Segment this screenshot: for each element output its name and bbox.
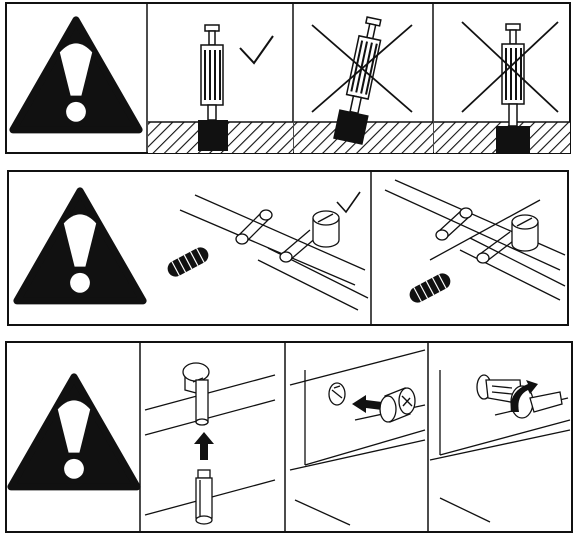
panel-upright-wrong: [434, 22, 570, 153]
dowel-misalignment-icon: [385, 180, 565, 305]
fitting-upright-icon: [201, 25, 223, 120]
dowel-icon: [165, 245, 211, 280]
cam-lock-block: [198, 120, 228, 151]
insert-cam-lock-icon: [290, 350, 425, 525]
arrow-up-icon: [194, 432, 214, 460]
dowel-alignment-icon: [165, 192, 368, 310]
fitting-upright-icon: [502, 24, 524, 126]
row-3-drawing: [0, 340, 577, 534]
warning-triangle-icon: [17, 191, 143, 301]
panel-tilted-wrong: [294, 15, 433, 153]
row-1-drawing: [0, 0, 577, 158]
row-3: [0, 340, 577, 534]
dowel-icon: [407, 271, 453, 306]
row-1: [0, 0, 577, 158]
insert-cam-bolt-icon: [145, 363, 275, 524]
warning-triangle-icon: [13, 20, 139, 130]
arrow-left-icon: [352, 395, 382, 413]
row-2: [0, 170, 577, 330]
row-2-drawing: [0, 170, 577, 330]
checkmark-icon: [240, 36, 273, 63]
turn-cam-lock-icon: [430, 370, 570, 522]
panel-upright-correct: [148, 25, 293, 153]
checkmark-icon: [337, 192, 360, 212]
warning-triangle-icon: [11, 377, 137, 487]
